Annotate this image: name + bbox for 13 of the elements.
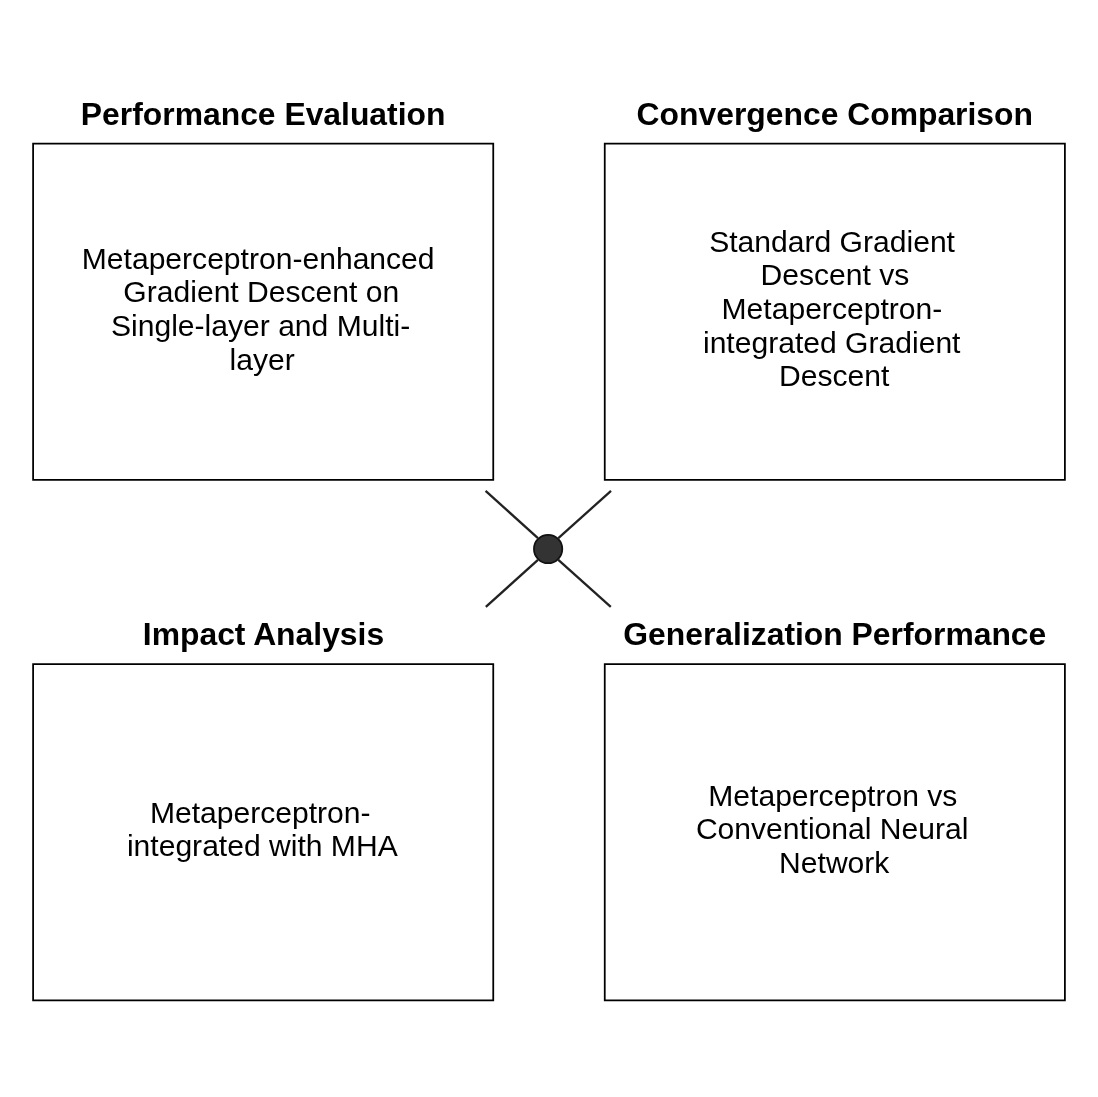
connector bbox=[484, 489, 539, 539]
connector bbox=[485, 558, 539, 608]
node-label: Impact Analysis bbox=[142, 615, 385, 652]
connector bbox=[557, 558, 612, 608]
node-label: Performance Evaluation bbox=[80, 95, 446, 132]
node-box: Metaperceptron-enhanced Gradient Descent on Single-layer and Multi-layer bbox=[32, 142, 495, 481]
node-circle bbox=[533, 533, 564, 564]
node-box: Metaperceptron vs Conventional Neural Network bbox=[603, 662, 1066, 1001]
node-label: Generalization Performance bbox=[623, 615, 1047, 652]
connector bbox=[557, 489, 612, 539]
node-box: Standard Gradient Descent vs Metaperceptron-integrated Gradient Descent bbox=[603, 142, 1066, 481]
node-label: Convergence Comparison bbox=[636, 95, 1033, 132]
node-box: Metaperceptron-integrated with MHA bbox=[32, 662, 495, 1001]
